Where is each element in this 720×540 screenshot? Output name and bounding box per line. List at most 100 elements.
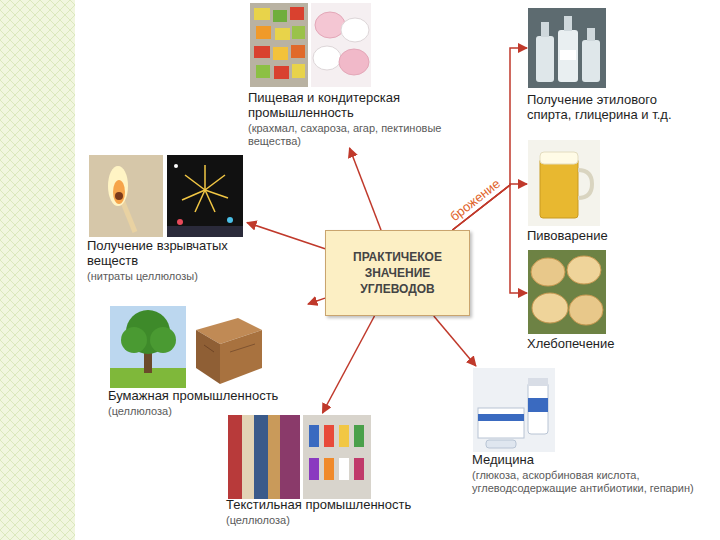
group-caption: Текстильная промышленность [226, 497, 461, 512]
marmalade-photo-part [290, 7, 304, 20]
bread-photo-part [567, 256, 601, 284]
beer-photo-part [528, 140, 600, 226]
bread-photo-part [569, 295, 603, 325]
arrow-connector [323, 316, 375, 413]
bread-photo-part [531, 258, 565, 286]
bread-photo-part [532, 293, 568, 323]
medicine-photo-part [528, 378, 548, 386]
spools-photo-part [339, 425, 349, 447]
spools-photo-part [309, 458, 319, 480]
group-caption: Получение взрывчатых веществ [87, 238, 247, 268]
spools-photo-part [339, 458, 349, 480]
arrow-connector [350, 148, 381, 230]
central-title: ПРАКТИЧЕКОЕ ЗНАЧЕНИЕ УГЛЕВОДОВ [332, 249, 463, 297]
medicine-photo-part [473, 368, 555, 452]
arrow-connector [434, 316, 476, 366]
tree-photo-part [121, 327, 147, 353]
beer-photo-part [540, 158, 578, 218]
beer-photo-part [578, 170, 592, 198]
central-box: ПРАКТИЧЕКОЕ ЗНАЧЕНИЕ УГЛЕВОДОВ [325, 230, 470, 316]
spools-photo-part [324, 458, 334, 480]
match-photo-part [115, 192, 123, 200]
fireworks-photo-part [205, 175, 225, 190]
fireworks-photo-part [195, 190, 205, 212]
group-caption: Медицина [472, 452, 712, 467]
bottles-photo-part [564, 16, 572, 31]
meringue-photo-part [313, 46, 341, 70]
application-group: Получение взрывчатых веществ(нитраты цел… [87, 154, 247, 283]
marmalade-photo-part [250, 3, 308, 87]
tree-photo-part [110, 306, 186, 388]
image-slot [87, 154, 247, 238]
group-caption: Бумажная промышленность [108, 388, 308, 403]
meringue-photo [311, 3, 371, 87]
fireworks-photo-part [227, 217, 233, 223]
spools-photo-part [354, 425, 364, 447]
group-caption: Пищевая и кондитерская промышленность [248, 90, 448, 120]
image-slot [226, 413, 461, 497]
fireworks-photo [167, 155, 243, 237]
fabric-photo-part [228, 415, 300, 499]
group-note: (крахмал, сахароза, агар, пектиновые вещ… [248, 122, 448, 148]
marmalade-photo-part [254, 46, 270, 58]
medicine-photo-part [528, 382, 548, 434]
wood-photo-part [230, 344, 255, 352]
group-caption: Хлебопечение [527, 336, 647, 351]
marmalade-photo-part [292, 26, 305, 39]
image-slot [527, 250, 647, 336]
bottles-photo-part [560, 50, 576, 60]
marmalade-photo [250, 3, 308, 87]
meringue-photo-part [311, 3, 371, 87]
marmalade-photo-part [274, 66, 289, 79]
application-group: Текстильная промышленность(целлюлоза) [226, 413, 461, 527]
edge-label: брожение [447, 175, 503, 223]
fireworks-photo-part [182, 165, 228, 212]
group-note: (глюкоза, аскорбиновая кислота, углеводс… [472, 469, 712, 495]
bottles-photo-part [582, 40, 600, 82]
fabric-photo-part [242, 415, 254, 499]
match-photo-part [89, 155, 163, 237]
spools-photo-part [354, 458, 364, 480]
application-group: Пищевая и кондитерская промышленность(кр… [248, 2, 448, 148]
fabric-photo-part [254, 415, 268, 499]
fireworks-photo-part [167, 155, 243, 237]
tree-photo [110, 306, 186, 388]
marmalade-photo-part [275, 28, 290, 40]
marmalade-photo-part [254, 8, 270, 20]
image-slot [527, 6, 702, 92]
wood-photo-part [204, 345, 214, 352]
match-photo-part [113, 180, 125, 204]
image-slot [108, 304, 308, 388]
image-slot [527, 140, 647, 228]
bottles-photo-part [558, 30, 578, 82]
fabric-photo-part [228, 415, 242, 499]
application-group: Пивоварение [527, 140, 647, 243]
spools-photo-part [324, 425, 334, 447]
match-photo-part [108, 166, 128, 206]
edge-group [247, 48, 527, 413]
fireworks-photo-part [174, 164, 178, 168]
group-caption: Пивоварение [527, 228, 647, 243]
beer-photo-part [540, 152, 578, 164]
spools-photo [303, 415, 371, 499]
arrow-connector [308, 298, 325, 304]
bread-photo [528, 250, 606, 334]
meringue-photo-part [341, 18, 369, 42]
beer-photo [528, 140, 600, 226]
medicine-photo-part [478, 414, 524, 421]
marmalade-photo-part [273, 47, 288, 60]
fireworks-photo-part [185, 175, 205, 190]
wood-photo-part [190, 306, 266, 388]
match-photo [89, 155, 163, 237]
spools-photo-part [303, 415, 371, 499]
bottles-photo-part [528, 8, 606, 88]
spools-photo-part [309, 425, 319, 447]
fireworks-photo-part [205, 190, 215, 212]
medicine-photo [473, 368, 555, 452]
group-caption: Получение этилового спирта, глицерина и … [527, 92, 702, 122]
bottles-photo-part [536, 36, 554, 82]
bread-photo-part [528, 250, 606, 334]
tree-photo-part [150, 327, 176, 353]
side-stripe [0, 0, 75, 540]
